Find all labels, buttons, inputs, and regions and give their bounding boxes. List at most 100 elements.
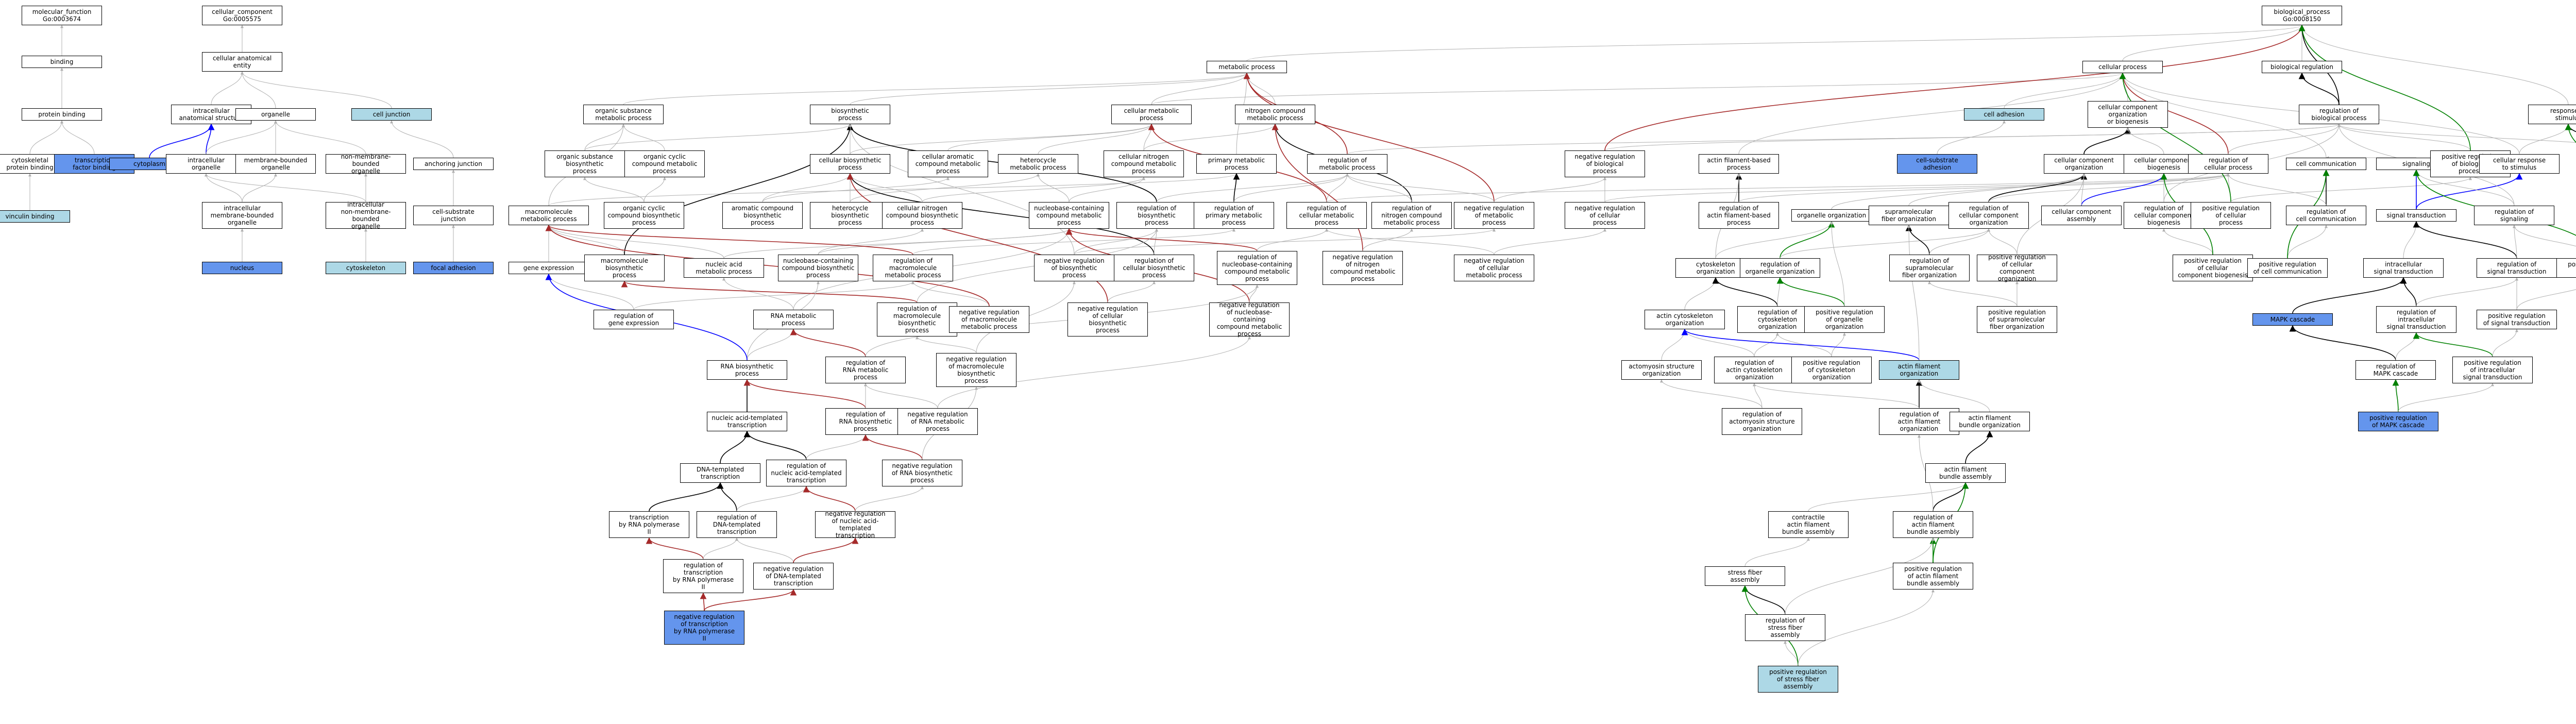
go-term-node[interactable]: supramolecular fiber organization — [1869, 206, 1949, 225]
go-term-node[interactable]: cellular nitrogen compound metabolic pro… — [1104, 150, 1184, 177]
go-term-node[interactable]: signal transduction — [2376, 209, 2456, 222]
go-term-node[interactable]: organic substance biosynthetic process — [545, 150, 625, 177]
go-term-node[interactable]: negative regulation of DNA-templated tra… — [753, 563, 834, 590]
go-term-node[interactable]: actin filament bundle assembly — [1925, 463, 2006, 483]
go-term-node[interactable]: cytoskeleton organization — [1675, 258, 1756, 278]
go-term-node[interactable]: heterocycle biosynthetic process — [810, 202, 890, 229]
go-term-node[interactable]: positive regulation of supramolecular fi… — [1977, 306, 2057, 333]
go-term-node[interactable]: positive regulation of cellular componen… — [1977, 254, 2057, 282]
go-term-node[interactable]: regulation of actomyosin structure organ… — [1722, 408, 1802, 435]
go-term-node[interactable]: biosynthetic process — [810, 105, 890, 124]
go-term-node[interactable]: organelle — [235, 108, 316, 121]
go-term-node[interactable]: organelle organization — [1791, 209, 1872, 222]
go-term-node[interactable]: vinculin binding — [0, 210, 70, 223]
go-term-node[interactable]: negative regulation of biological proces… — [1565, 150, 1645, 177]
go-term-node[interactable]: regulation of macromolecule biosynthetic… — [877, 302, 957, 336]
go-term-node[interactable]: regulation of metabolic process — [1307, 154, 1387, 174]
go-term-node[interactable]: intracellular signal transduction — [2363, 258, 2444, 278]
go-term-node[interactable]: regulation of gene expression — [594, 310, 674, 329]
go-term-node[interactable]: negative regulation of RNA metabolic pro… — [897, 408, 978, 435]
go-term-node[interactable]: regulation of MAPK cascade — [2355, 360, 2436, 380]
go-term-node[interactable]: DNA-templated transcription — [680, 463, 760, 483]
go-term-node[interactable]: regulation of macromolecule metabolic pr… — [873, 255, 953, 281]
go-term-node[interactable]: negative regulation of macromolecule bio… — [936, 353, 1016, 387]
go-term-node[interactable]: cellular nitrogen compound biosynthetic … — [882, 202, 962, 229]
go-term-node[interactable]: protein binding — [22, 108, 102, 121]
go-term-node[interactable]: regulation of signaling — [2474, 206, 2554, 225]
go-term-node[interactable]: positive regulation of cytoskeleton orga… — [1791, 357, 1872, 383]
go-term-node[interactable]: negative regulation of cellular biosynth… — [1067, 302, 1148, 336]
go-term-node[interactable]: negative regulation of macromolecule met… — [949, 306, 1029, 333]
go-term-node[interactable]: negative regulation of cellular metaboli… — [1454, 255, 1534, 281]
go-term-node[interactable]: cellular component organization — [2044, 154, 2124, 174]
go-term-node[interactable]: regulation of transcription by RNA polym… — [663, 559, 743, 593]
go-term-node[interactable]: positive regulation of MAPK cascade — [2358, 412, 2438, 431]
go-term-node[interactable]: positive regulation of organelle organiz… — [1804, 306, 1885, 333]
go-term-node[interactable]: negative regulation of cellular process — [1565, 202, 1645, 229]
go-term-node[interactable]: regulation of cellular component organiz… — [1948, 202, 2029, 229]
go-term-node[interactable]: organic cyclic compound biosynthetic pro… — [604, 202, 684, 229]
go-term-node[interactable]: focal adhesion — [413, 262, 494, 274]
go-term-node[interactable]: heterocycle metabolic process — [998, 154, 1078, 174]
go-term-node[interactable]: cellular_component Go:0005575 — [202, 6, 282, 25]
go-term-node[interactable]: regulation of cellular metabolic process — [1286, 202, 1367, 229]
go-term-node[interactable]: positive regulation of cell communicatio… — [2247, 258, 2328, 278]
go-term-node[interactable]: organic cyclic compound metabolic proces… — [624, 150, 705, 177]
go-term-node[interactable]: regulation of nitrogen compound metaboli… — [1371, 202, 1452, 229]
go-term-node[interactable]: actin filament organization — [1879, 360, 1959, 380]
go-term-node[interactable]: cell communication — [2286, 158, 2366, 170]
go-term-node[interactable]: regulation of cellular biosynthetic proc… — [1114, 255, 1194, 281]
go-term-node[interactable]: cellular anatomical entity — [202, 52, 282, 72]
go-term-node[interactable]: biological_process Go:0008150 — [2262, 6, 2342, 25]
go-term-node[interactable]: cellular component organization or bioge… — [2088, 101, 2168, 128]
go-term-node[interactable]: actin cytoskeleton organization — [1645, 310, 1725, 329]
go-term-node[interactable]: actin filament-based process — [1699, 154, 1779, 174]
go-term-node[interactable]: regulation of nucleic acid-templated tra… — [766, 460, 846, 486]
go-term-node[interactable]: intracellular membrane-bounded organelle — [202, 202, 282, 229]
go-term-node[interactable]: nucleobase-containing compound metabolic… — [1029, 202, 1109, 229]
go-term-node[interactable]: cellular component assembly — [2041, 206, 2122, 225]
go-term-node[interactable]: primary metabolic process — [1196, 154, 1277, 174]
go-term-node[interactable]: molecular_function Go:0003674 — [22, 6, 102, 25]
go-term-node[interactable]: nucleic acid-templated transcription — [707, 412, 787, 431]
go-term-node[interactable]: cellular aromatic compound metabolic pro… — [908, 150, 988, 177]
go-term-node[interactable]: negative regulation of biosynthetic proc… — [1034, 255, 1114, 281]
go-term-node[interactable]: regulation of stress fiber assembly — [1745, 614, 1825, 641]
go-term-node[interactable]: gene expression — [509, 262, 589, 274]
go-term-node[interactable]: regulation of RNA metabolic process — [825, 357, 906, 383]
go-term-node[interactable]: anchoring junction — [413, 158, 494, 170]
go-term-node[interactable]: positive regulation of signaling — [2556, 258, 2576, 278]
go-term-node[interactable]: actomyosin structure organization — [1621, 360, 1702, 380]
go-term-node[interactable]: cell-substrate junction — [413, 206, 494, 225]
go-term-node[interactable]: regulation of DNA-templated transcriptio… — [697, 511, 777, 538]
go-term-node[interactable]: macromolecule biosynthetic process — [584, 255, 665, 281]
go-term-node[interactable]: cellular response to stimulus — [2479, 154, 2560, 174]
go-term-node[interactable]: negative regulation of nucleic acid-temp… — [815, 510, 895, 539]
go-term-node[interactable]: positive regulation of cellular process — [2191, 202, 2271, 229]
go-term-node[interactable]: cellular metabolic process — [1111, 105, 1192, 124]
go-term-node[interactable]: cell-substrate adhesion — [1897, 154, 1977, 174]
go-term-node[interactable]: positive regulation of cellular componen… — [2173, 255, 2253, 281]
go-term-node[interactable]: nucleus — [202, 262, 282, 274]
go-term-node[interactable]: binding — [22, 56, 102, 68]
go-term-node[interactable]: negative regulation of nitrogen compound… — [1323, 251, 1403, 285]
go-term-node[interactable]: biological regulation — [2262, 61, 2342, 73]
go-term-node[interactable]: negative regulation of metabolic process — [1454, 202, 1534, 229]
go-term-node[interactable]: metabolic process — [1207, 61, 1287, 73]
go-term-node[interactable]: aromatic compound biosynthetic process — [722, 202, 803, 229]
go-term-node[interactable]: intracellular organelle — [166, 154, 246, 174]
go-term-node[interactable]: positive regulation of signal transducti… — [2477, 310, 2557, 329]
go-term-node[interactable]: membrane-bounded organelle — [235, 154, 316, 174]
go-term-node[interactable]: regulation of actin filament bundle asse… — [1893, 511, 1973, 538]
go-term-node[interactable]: negative regulation of RNA biosynthetic … — [882, 460, 962, 486]
go-term-node[interactable]: cell junction — [351, 108, 432, 121]
go-term-node[interactable]: nitrogen compound metabolic process — [1235, 105, 1315, 124]
go-term-node[interactable]: negative regulation of transcription by … — [664, 611, 744, 645]
go-term-node[interactable]: regulation of intracellular signal trans… — [2376, 306, 2456, 333]
go-term-node[interactable]: positive regulation of stress fiber asse… — [1758, 666, 1838, 693]
go-term-node[interactable]: regulation of primary metabolic process — [1194, 202, 1274, 229]
go-term-node[interactable]: nucleobase-containing compound biosynthe… — [778, 255, 858, 281]
go-term-node[interactable]: regulation of biological process — [2299, 105, 2379, 124]
go-term-node[interactable]: RNA metabolic process — [753, 310, 834, 329]
go-term-node[interactable]: nucleic acid metabolic process — [684, 258, 764, 278]
